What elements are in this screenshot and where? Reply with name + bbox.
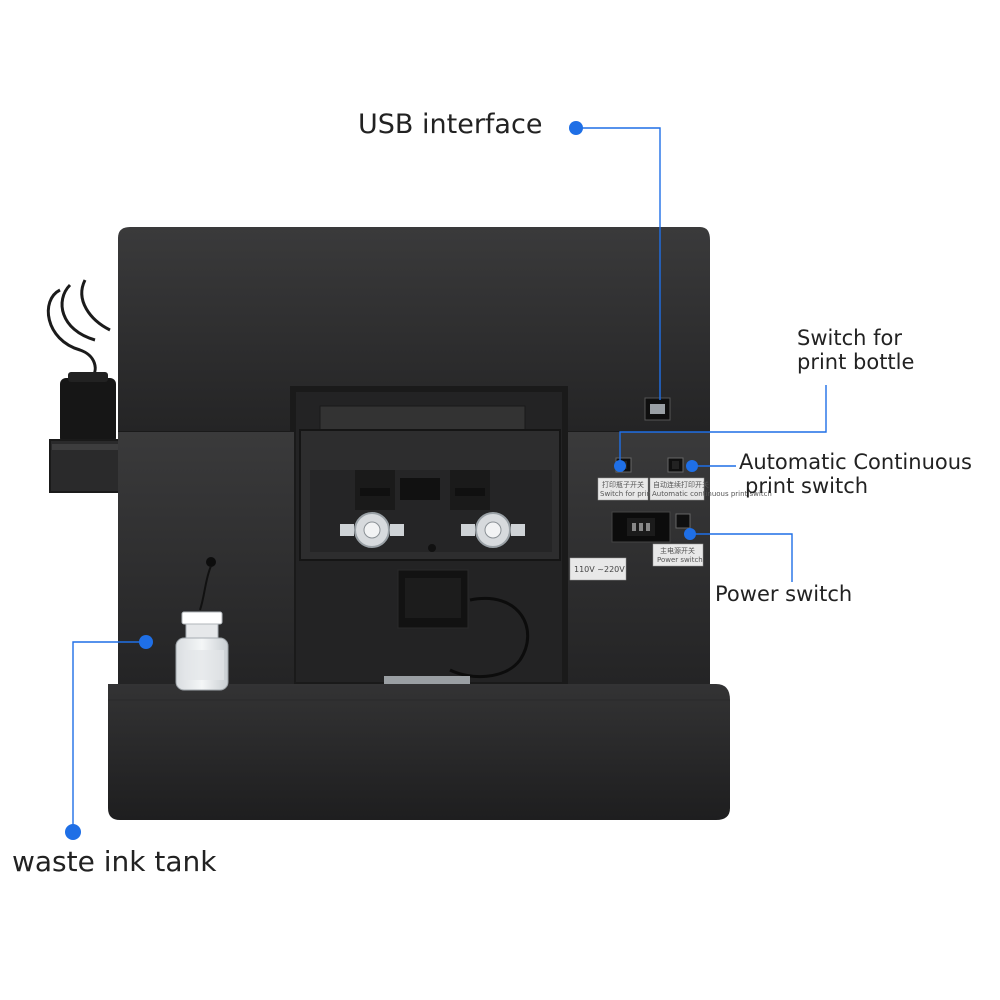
svg-text:主电源开关: 主电源开关 [660, 546, 695, 555]
usb-interface-label: USB interface [358, 109, 543, 140]
ink-bottle-holder [46, 279, 131, 493]
printer-top-housing [118, 227, 710, 432]
svg-text:Automatic continuous print swi: Automatic continuous print switch [652, 490, 772, 498]
auto-switch[interactable] [667, 457, 684, 473]
auto-switch-sticker: 自动连续打印开关 Automatic continuous print swit… [649, 477, 772, 501]
power-socket[interactable] [611, 511, 671, 543]
power-switch-callout-dot [684, 528, 696, 540]
printer-base [108, 684, 730, 820]
power-switch[interactable] [675, 513, 691, 529]
waste-ink-tank [175, 611, 229, 691]
auto-switch-label-line2: print switch [745, 474, 869, 498]
waste-ink-tank-label: waste ink tank [12, 845, 217, 878]
svg-text:自动连续打印开关: 自动连续打印开关 [653, 480, 709, 489]
ink-bottle [60, 378, 116, 444]
auto-switch-callout-dot [686, 460, 698, 472]
callout-lines [72, 127, 827, 832]
svg-text:110V ~220V: 110V ~220V [574, 565, 625, 574]
auto-switch-label-line1: Automatic Continuous [739, 450, 972, 474]
waste-label-callout-dot [65, 824, 81, 840]
rotary-bottle-attachment [299, 405, 561, 561]
bottle-switch-sticker: 打印瓶子开关 Switch for printing bottle [597, 477, 687, 501]
svg-text:Power switch: Power switch [657, 556, 703, 564]
power-switch-sticker: 主电源开关 Power switch [652, 543, 704, 567]
motor [384, 569, 530, 686]
usb-callout-dot [569, 121, 583, 135]
svg-text:Switch for printing bottle: Switch for printing bottle [600, 490, 687, 498]
bottle-switch-label: Switch for print bottle [797, 326, 914, 374]
usb-port[interactable] [644, 397, 671, 421]
voltage-sticker: 110V ~220V [569, 557, 627, 581]
power-switch-label: Power switch [715, 582, 853, 606]
bottle-switch-label-line1: Switch for [797, 326, 902, 350]
bottle-switch-callout-dot [614, 460, 626, 472]
waste-tank-callout-dot [139, 635, 153, 649]
svg-text:打印瓶子开关: 打印瓶子开关 [602, 480, 644, 489]
auto-switch-label: Automatic Continuous print switch [739, 450, 972, 498]
callout-dots [65, 121, 698, 840]
bottle-switch-label-line2: print bottle [797, 350, 915, 374]
